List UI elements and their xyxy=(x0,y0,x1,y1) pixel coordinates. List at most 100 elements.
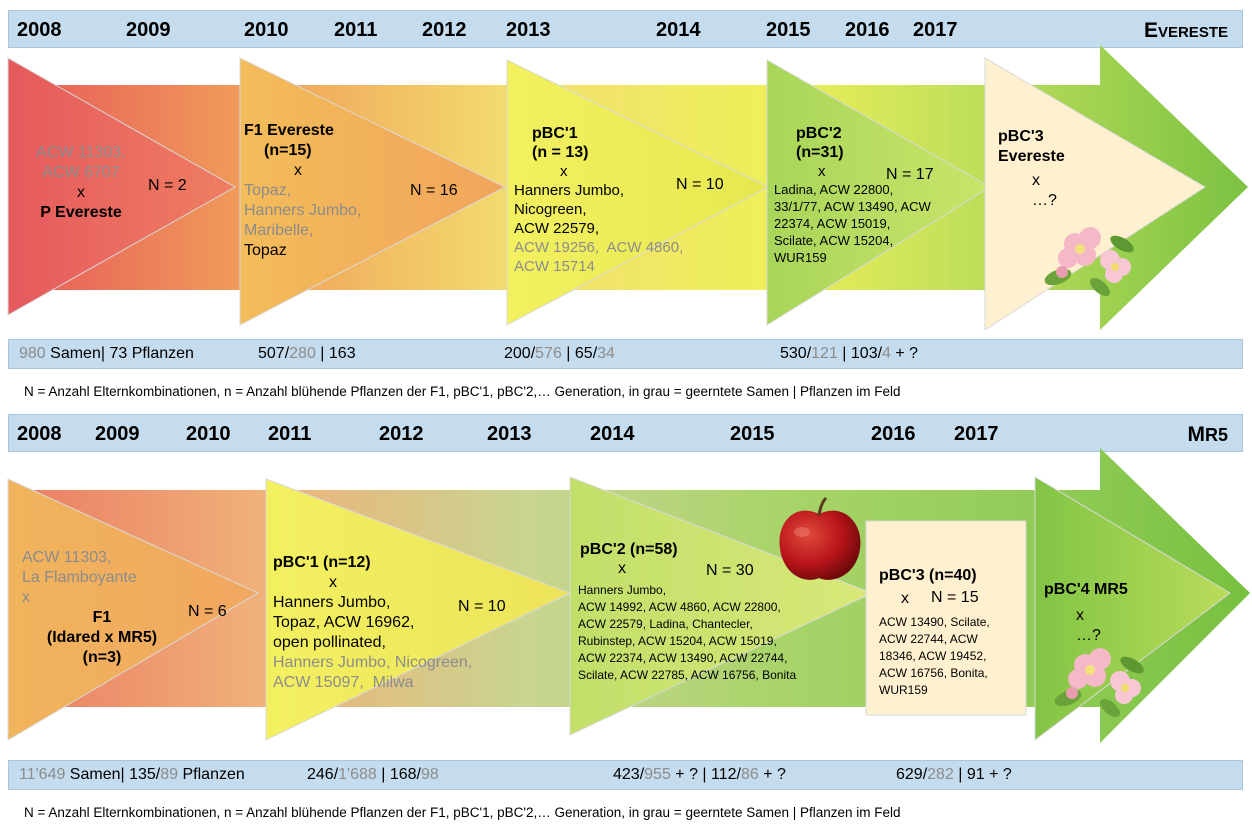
top-bc1-block: pBC'1 (n = 13) x Hanners Jumbo, Nicogree… xyxy=(514,124,683,276)
bottom-year-2012: 2012 xyxy=(379,423,424,445)
top-variety-title: EVERESTE xyxy=(1144,19,1228,43)
bottom-bc2-block: pBC'2 (n=58) x Hanners Jumbo, ACW 14992,… xyxy=(578,540,796,684)
top-stats-f1-c: | 163 xyxy=(315,345,356,362)
top-p-name: P Evereste xyxy=(40,204,122,221)
red-apple-image xyxy=(779,496,861,580)
top-p-parents: ACW 11303, ACW 6707 xyxy=(36,144,126,181)
bottom-stats-bc1-d: 98 xyxy=(420,766,439,783)
top-year-2016: 2016 xyxy=(845,19,890,41)
top-bc2-cross: x xyxy=(818,163,826,180)
bottom-bc1-title: pBC'1 (n=12) xyxy=(273,554,371,571)
top-stats-bc2: 530/121 | 103/4 + ? xyxy=(780,345,918,363)
top-triangle-bc2 xyxy=(766,59,991,326)
top-variety-title-rest: VERESTE xyxy=(1157,24,1228,41)
top-stats-p-seeds: 980 xyxy=(19,345,46,362)
top-p-n: N = 2 xyxy=(148,177,187,194)
top-year-2013: 2013 xyxy=(506,19,551,41)
bottom-year-2009: 2009 xyxy=(95,423,140,445)
bottom-bc2-n: N = 30 xyxy=(706,562,754,579)
top-f1-title: F1 Evereste xyxy=(244,122,334,139)
bottom-f1-block: ACW 11303, La Flamboyante x F1 (Idared x… xyxy=(22,548,182,668)
bottom-f1-sub: (Idared x MR5) xyxy=(46,629,158,646)
bottom-year-2013: 2013 xyxy=(487,423,532,445)
bottom-stats-bc1-c: | 168/ xyxy=(376,766,421,783)
top-bc3-cross: x xyxy=(1032,172,1040,189)
top-stats-p: 980 Samen| 73 Pflanzen xyxy=(19,345,194,363)
top-year-2011: 2011 xyxy=(334,19,378,41)
top-bc2-list: Ladina, ACW 22800, 33/1/77, ACW 13490, A… xyxy=(774,182,931,265)
top-year-2014: 2014 xyxy=(656,19,701,41)
top-triangle-bc1 xyxy=(506,59,770,326)
bottom-stats-bc3: 629/282 | 91 + ? xyxy=(896,766,1012,784)
top-year-2010: 2010 xyxy=(244,19,289,41)
top-bc2-n: N = 17 xyxy=(886,166,934,183)
bottom-stats-bc1: 246/1'688 | 168/98 xyxy=(307,766,439,784)
top-stats-bc2-e: + ? xyxy=(890,345,919,362)
bottom-bc4-question: …? xyxy=(1076,627,1101,644)
top-f1-block: F1 Evereste (n=15) x Topaz, Hanners Jumb… xyxy=(244,121,361,261)
top-stats-bc1-d: 34 xyxy=(597,345,615,362)
bottom-bc2-title: pBC'2 (n=58) xyxy=(580,541,678,558)
bottom-stats-bc3-c: | 91 + ? xyxy=(953,766,1012,783)
top-stats-bc1-a: 200/ xyxy=(504,345,536,362)
top-variety-title-initial: E xyxy=(1143,19,1158,42)
top-bc2-block: pBC'2 (n=31) x Ladina, ACW 22800, 33/1/7… xyxy=(774,124,931,266)
bottom-bc3-n: N = 15 xyxy=(931,589,979,606)
bottom-stats-bar: 11'649 Samen| 135/89 Pflanzen 246/1'688 … xyxy=(8,760,1243,790)
bottom-stats-bc2-d: 86 xyxy=(740,766,759,783)
top-year-bar: 2008 2009 2010 2011 2012 2013 2014 2015 … xyxy=(8,10,1243,48)
top-bc1-cross: x xyxy=(560,163,568,180)
bottom-year-2014: 2014 xyxy=(590,423,635,445)
bottom-triangle-bc1 xyxy=(265,478,572,741)
bottom-bc4-cross: x xyxy=(1076,607,1084,624)
top-stats-f1: 507/280 | 163 xyxy=(258,345,356,363)
bottom-bc2-cross: x xyxy=(618,560,626,577)
bottom-bc1-cross: x xyxy=(329,574,337,591)
top-bc1-n: N = 10 xyxy=(676,176,724,193)
top-legend: N = Anzahl Elternkombinationen, n = Anza… xyxy=(24,384,901,399)
bottom-f1-title: F1 xyxy=(92,609,112,626)
bottom-year-2016: 2016 xyxy=(871,423,916,445)
bottom-bc2-list: Hanners Jumbo, ACW 14992, ACW 4860, ACW … xyxy=(578,583,797,682)
top-year-2008: 2008 xyxy=(17,19,62,41)
bottom-bc3-list: ACW 13490, Scilate, ACW 22744, ACW 18346… xyxy=(879,615,990,697)
top-f1-sub: (n=15) xyxy=(264,142,312,159)
top-stats-bc1-b: 576 xyxy=(535,345,562,362)
bottom-stats-bc1-b: 1'688 xyxy=(338,766,377,783)
top-bc1-black: Hanners Jumbo, Nicogreen, ACW 22579, xyxy=(514,182,625,237)
bottom-bc4-block: pBC'4 MR5 x …? xyxy=(1044,580,1128,646)
bottom-legend: N = Anzahl Elternkombinationen, n = Anza… xyxy=(24,805,901,820)
top-year-2012: 2012 xyxy=(422,19,467,41)
bottom-bc4-title: pBC'4 MR5 xyxy=(1044,581,1128,598)
bottom-year-2010: 2010 xyxy=(186,423,231,445)
bottom-triangle-f1 xyxy=(7,478,260,741)
top-stats-bc2-b: 121 xyxy=(811,345,838,362)
bottom-variety-title-rest: R5 xyxy=(1204,425,1228,445)
bottom-bc1-n: N = 10 xyxy=(458,598,506,615)
bottom-stats-bc2-a: 423/ xyxy=(613,766,645,783)
top-stats-bar: 980 Samen| 73 Pflanzen 507/280 | 163 200… xyxy=(8,339,1243,369)
top-stats-bc1-c: | 65/ xyxy=(561,345,598,362)
bottom-triangle-bc3 xyxy=(865,520,1027,716)
top-stats-bc1: 200/576 | 65/34 xyxy=(504,345,615,363)
bottom-stats-f1: 11'649 Samen| 135/89 Pflanzen xyxy=(19,766,245,784)
bottom-bc1-block: pBC'1 (n=12) x Hanners Jumbo, Topaz, ACW… xyxy=(273,553,472,693)
bottom-f1-parents: ACW 11303, La Flamboyante x xyxy=(22,549,137,606)
bottom-bc1-grey: Hanners Jumbo, Nicogreen, ACW 15097, Mil… xyxy=(273,654,473,691)
bottom-stats-bc2-e: + ? xyxy=(758,766,786,783)
bottom-f1-sub2: (n=3) xyxy=(82,649,122,666)
bottom-arrow-graphic xyxy=(7,448,1250,743)
top-triangle-p xyxy=(7,57,237,316)
top-stats-f1-a: 507/ xyxy=(258,345,290,362)
top-bc1-title: pBC'1 xyxy=(532,125,578,142)
top-stats-bc2-a: 530/ xyxy=(780,345,812,362)
bottom-year-2015: 2015 xyxy=(730,423,775,445)
top-bc3-sub: Evereste xyxy=(998,148,1065,165)
top-triangle-f1 xyxy=(239,57,507,326)
bottom-year-bar: 2008 2009 2010 2011 2012 2013 2014 2015 … xyxy=(8,414,1243,452)
bottom-stats-bc2-c: + ? | 112/ xyxy=(670,766,741,783)
top-arrow-graphic xyxy=(7,45,1248,330)
bottom-stats-bc1-a: 246/ xyxy=(307,766,339,783)
top-bc2-sub: (n=31) xyxy=(796,144,844,161)
top-bc2-title: pBC'2 xyxy=(796,125,842,142)
